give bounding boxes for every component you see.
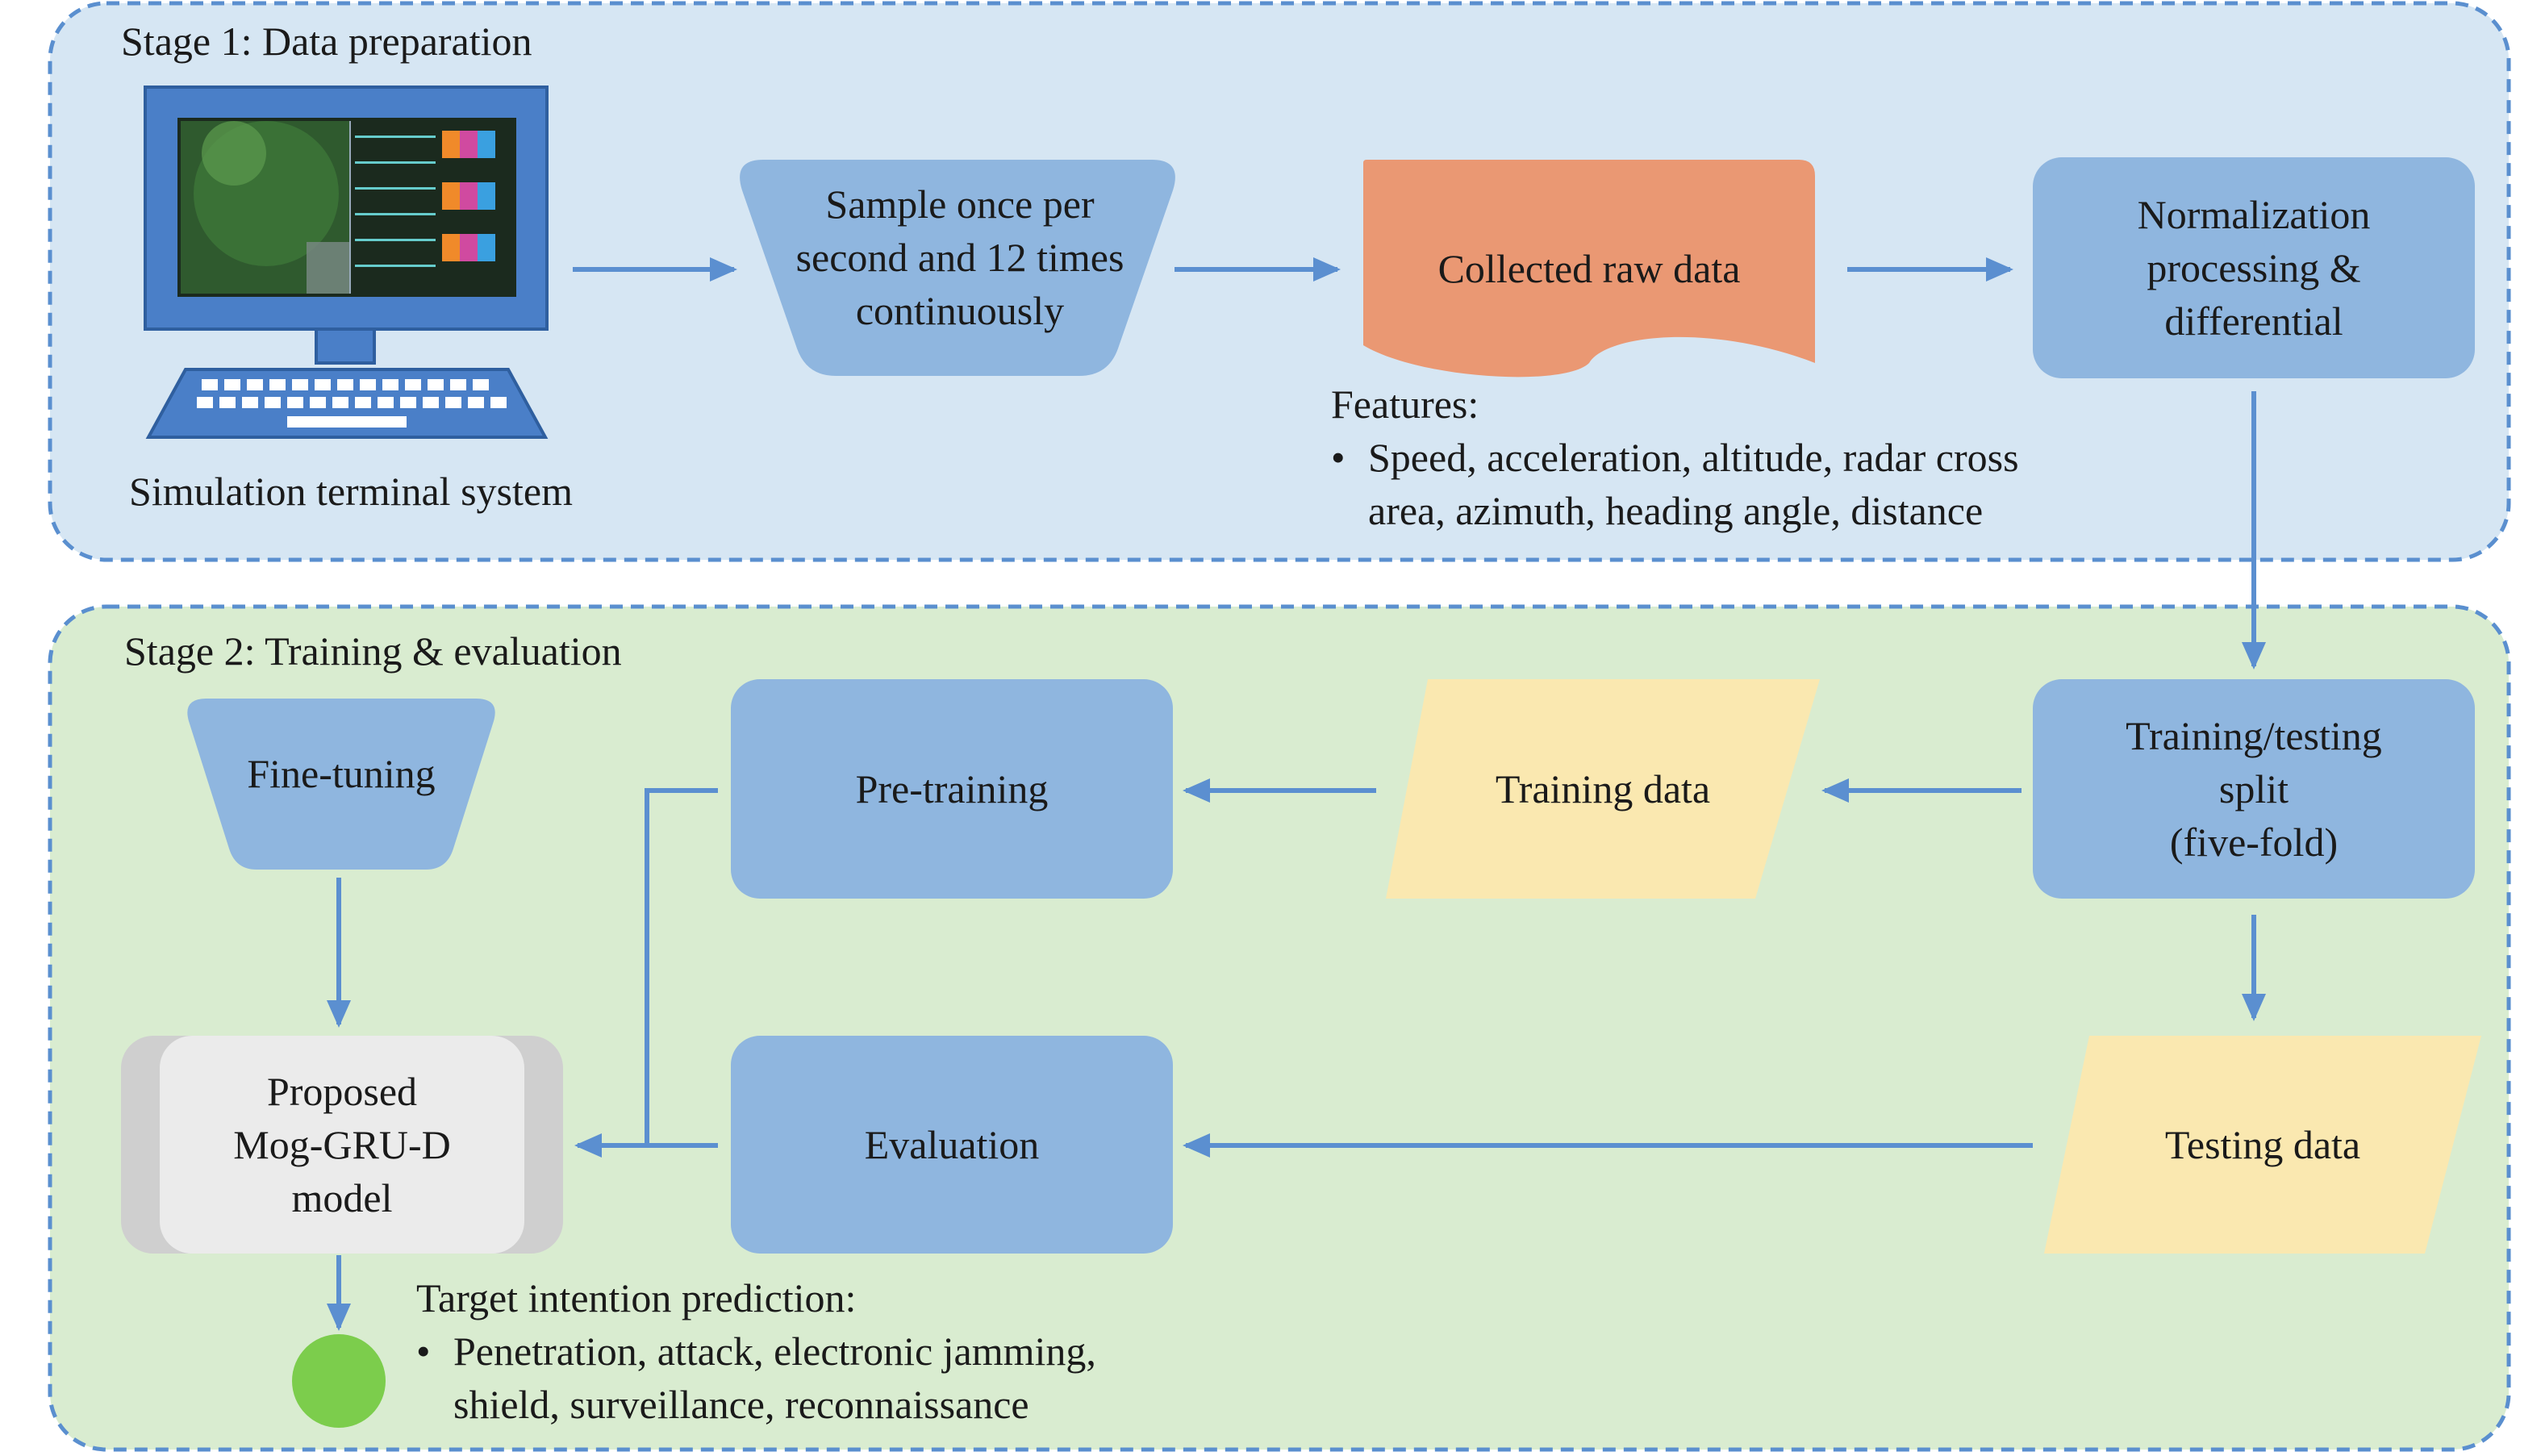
model-line-2: Mog-GRU-D [233,1122,451,1167]
fine-tuning-box [187,699,495,870]
stage2-panel [48,604,2511,1452]
pre-training-box [731,679,1173,899]
pre-training-label: Pre-training [855,766,1049,811]
prediction-line-1: Penetration, attack, electronic jamming, [453,1329,1096,1374]
model-line-1: Proposed [266,1069,418,1114]
testing-data-label: Testing data [2164,1122,2361,1167]
terminal-label: Simulation terminal system [129,469,573,514]
model-box [121,1036,563,1254]
split-line-1: Training/testing [2126,713,2382,758]
testing-data-shape [2044,1036,2481,1254]
features-bullet: • [1331,435,1346,480]
split-line-2: split [2218,766,2289,811]
prediction-list: Target intention prediction: • Penetrati… [416,1271,1096,1431]
model-label: Proposed Mog-GRU-D model [121,1036,563,1254]
training-data-shape [1386,679,1820,899]
features-list: Features: • Speed, acceleration, altitud… [1331,378,2019,537]
normalization-line-1: Normalization [2137,192,2371,237]
normalization-box [2033,157,2475,378]
features-line-1: Speed, acceleration, altitude, radar cro… [1368,435,2019,480]
features-line-2: area, azimuth, heading angle, distance [1368,488,1984,533]
normalization-label: Normalization processing & differential [2033,157,2475,378]
split-line-3: (five-fold) [2169,820,2339,865]
stage2-title: Stage 2: Training & evaluation [124,628,622,674]
prediction-bullet: • [416,1329,431,1374]
stage1-panel [48,1,2511,562]
connector-pretraining-down [645,788,718,1145]
computer-terminal-icon [144,86,549,439]
prediction-heading: Target intention prediction: [416,1275,857,1320]
training-data-label: Training data [1495,766,1711,811]
fine-tuning-label: Fine-tuning [247,751,436,796]
prediction-text: Penetration, attack, electronic jamming,… [453,1325,1096,1431]
normalization-line-2: processing & [2147,245,2361,290]
features-heading: Features: [1331,382,1479,427]
sample-line-3: continuously [855,288,1065,333]
sample-box [740,160,1175,376]
evaluation-box [731,1036,1173,1254]
output-circle-icon [292,1334,386,1428]
raw-data-label: Collected raw data [1437,246,1741,291]
raw-data-shape [1363,160,1815,378]
prediction-line-2: shield, surveillance, reconnaissance [453,1382,1029,1427]
sample-label: Sample once per second and 12 times cont… [742,160,1178,355]
sample-line-2: second and 12 times [795,235,1124,280]
stage1-title: Stage 1: Data preparation [121,19,532,64]
sample-line-1: Sample once per [825,181,1095,227]
evaluation-label: Evaluation [864,1122,1040,1167]
split-box [2033,679,2475,899]
split-label: Training/testing split (five-fold) [2033,679,2475,899]
features-text: Speed, acceleration, altitude, radar cro… [1368,431,2019,537]
normalization-line-3: differential [2164,298,2343,344]
model-line-3: model [291,1175,393,1220]
